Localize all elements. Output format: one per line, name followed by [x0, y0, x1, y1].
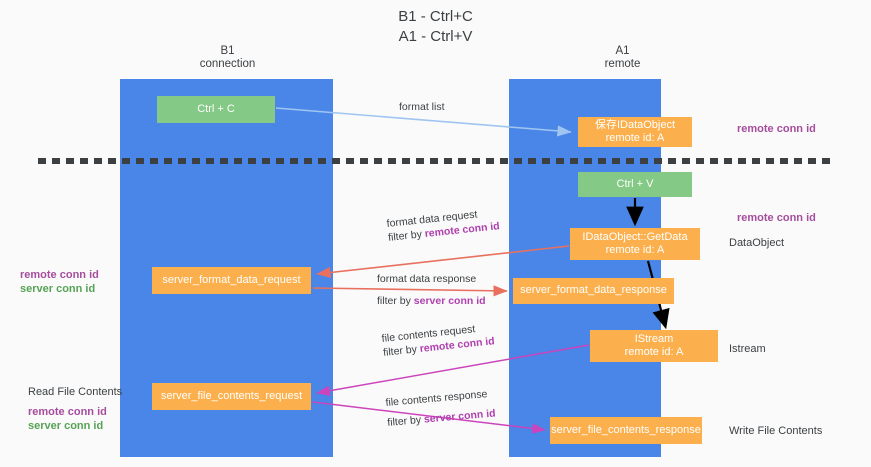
- title-line-1: B1 - Ctrl+C: [398, 8, 473, 25]
- box-idataobject-getdata-line2: remote id: A: [605, 244, 665, 256]
- edge-label-file-contents-request: file contents request filter by remote c…: [381, 320, 495, 360]
- box-server-format-data-response[interactable]: server_format_data_response: [513, 278, 674, 304]
- edge-label-format-data-response-key: server conn id: [413, 295, 486, 307]
- note-server-conn-id-left-2: server conn id: [28, 420, 104, 432]
- lane-header-b1: B1 connection: [150, 45, 305, 71]
- box-ctrl-c-label: Ctrl + C: [197, 102, 235, 115]
- note-remote-conn-id-left: remote conn id: [20, 269, 99, 281]
- note-read-file-contents: Read File Contents: [28, 386, 123, 398]
- edge-label-format-data-request: format data request filter by remote con…: [386, 205, 500, 245]
- lane-header-a1-role: remote: [604, 58, 641, 70]
- note-server-conn-id-left: server conn id: [20, 283, 96, 295]
- edge-label-file-contents-response-line1: file contents response: [385, 388, 488, 409]
- lane-header-b1-name: B1: [220, 45, 235, 57]
- box-save-idataobject-line1: 保存IDataObject: [594, 118, 676, 131]
- edge-label-file-contents-response-line2: filter by server conn id: [386, 407, 497, 429]
- edge-label-file-contents-response-key: server conn id: [423, 407, 497, 426]
- note-istream: Istream: [729, 343, 766, 355]
- page-title: B1 - Ctrl+C A1 - Ctrl+V: [0, 7, 871, 47]
- box-server-format-data-response-label: server_format_data_response: [520, 284, 667, 297]
- lane-header-a1: A1 remote: [545, 45, 700, 71]
- edge-label-format-data-response-line2: filter by server conn id: [377, 295, 486, 307]
- box-server-format-data-request-label: server_format_data_request: [162, 273, 301, 286]
- box-ctrl-v[interactable]: Ctrl + V: [578, 172, 692, 197]
- box-idataobject-getdata-line1: IDataObject::GetData: [582, 230, 688, 243]
- box-save-idataobject-line2: remote id: A: [605, 132, 665, 144]
- note-remote-conn-id-mid: remote conn id: [737, 212, 816, 224]
- edge-label-format-data-response: format data response filter by server co…: [377, 272, 486, 308]
- lane-header-a1-name: A1: [615, 45, 630, 57]
- box-istream[interactable]: IStream remote id: A: [590, 330, 718, 362]
- box-server-file-contents-request[interactable]: server_file_contents_request: [152, 383, 311, 410]
- edge-label-format-list: format list: [399, 101, 445, 113]
- note-remote-conn-id-top: remote conn id: [737, 123, 816, 135]
- box-istream-line1: IStream: [634, 332, 674, 345]
- note-group-read-file-contents: Read File Contents remote conn id server…: [28, 385, 122, 433]
- note-group-conn-ids-upper: remote conn id server conn id: [20, 268, 99, 296]
- edge-label-file-contents-response: file contents response filter by server …: [385, 387, 496, 430]
- box-server-file-contents-request-label: server_file_contents_request: [160, 389, 303, 402]
- box-save-idataobject[interactable]: 保存IDataObject remote id: A: [578, 117, 692, 147]
- title-line-2: A1 - Ctrl+V: [398, 28, 473, 45]
- box-idataobject-getdata[interactable]: IDataObject::GetData remote id: A: [570, 228, 700, 260]
- box-server-format-data-request[interactable]: server_format_data_request: [152, 267, 311, 294]
- note-write-file-contents: Write File Contents: [729, 425, 823, 437]
- box-ctrl-c[interactable]: Ctrl + C: [157, 96, 275, 123]
- box-istream-line2: remote id: A: [624, 346, 684, 358]
- phase-divider: [38, 158, 834, 164]
- edge-label-format-data-response-line1: format data response: [377, 273, 477, 285]
- box-ctrl-v-label: Ctrl + V: [616, 177, 654, 190]
- lane-header-b1-role: connection: [199, 58, 256, 70]
- box-server-file-contents-response-label: server_file_contents_response: [551, 423, 701, 436]
- note-remote-conn-id-left-2: remote conn id: [28, 406, 107, 418]
- box-server-file-contents-response[interactable]: server_file_contents_response: [550, 417, 702, 444]
- note-dataobject: DataObject: [729, 237, 785, 249]
